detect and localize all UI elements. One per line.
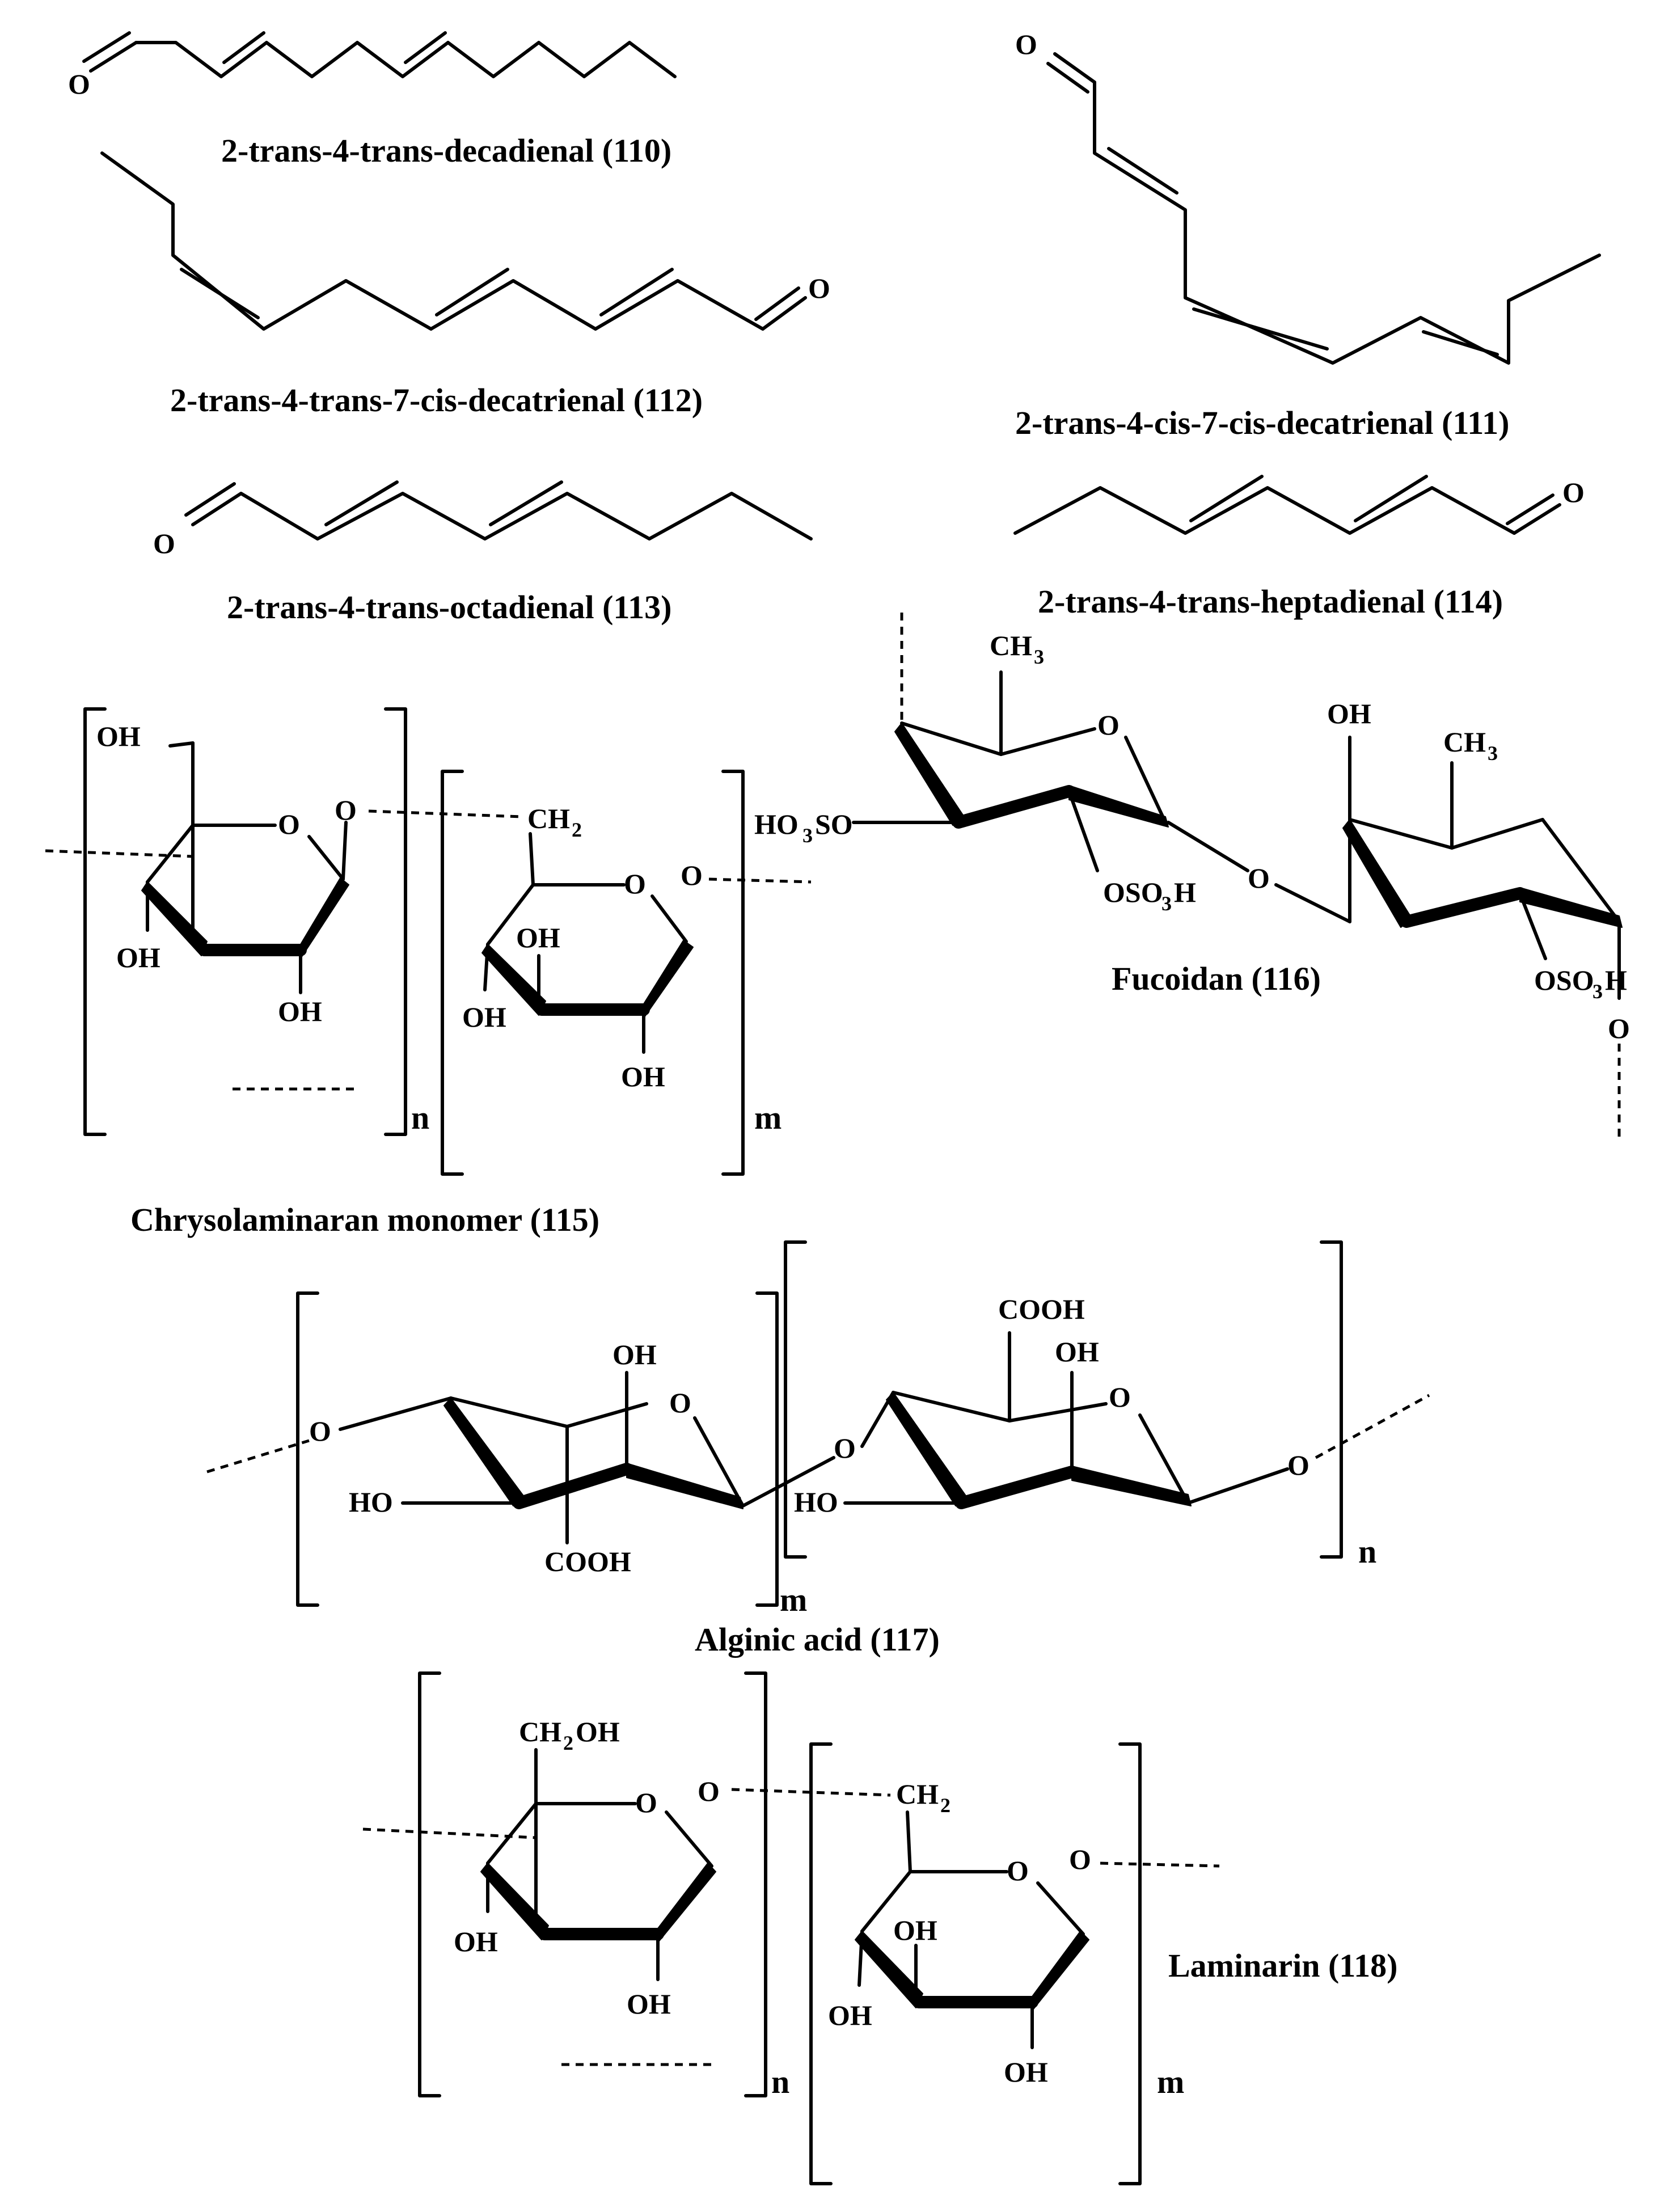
atom-oh: OH [1327,698,1371,729]
atom-o: O [669,1387,691,1419]
atom-oh: OH [278,995,322,1027]
atom-ch2oh-suffix: OH [576,1716,620,1747]
atom-oh: OH [828,1999,872,2031]
atom-cooh: COOH [544,1546,631,1577]
compound-116-structure: CH 3 O HO 3 SO OSO 3 H O OH CH 3 OSO 3 H [754,613,1630,1143]
atom-o: O [1562,476,1585,508]
atom-o: O [278,808,300,840]
atom-oso: OSO [1103,876,1163,908]
atom-ch: CH [990,630,1032,661]
atom-o: O [153,527,175,559]
compound-113-label: 2-trans-4-trans-octadienal (113) [227,589,672,626]
atom-o: O [335,794,357,826]
subscript-3: 3 [1161,892,1172,915]
compound-118-structure: n m CH 2 OH O O OH OH CH 2 O O [362,1671,1220,2185]
compound-114-label: 2-trans-4-trans-heptadienal (114) [1038,583,1503,620]
subscript-2: 2 [572,818,582,841]
compound-112-label: 2-trans-4-trans-7-cis-decatrienal (112) [170,382,703,419]
atom-oh: OH [116,942,160,973]
atom-o: O [1248,862,1270,894]
compound-118-label: Laminarin (118) [1168,1947,1397,1984]
atom-o: O [834,1432,856,1464]
compound-117-label: Alginic acid (117) [695,1621,940,1658]
atom-o: O [1287,1449,1310,1481]
subscript-3: 3 [1488,742,1498,765]
repeat-m: m [1157,2063,1184,2100]
subscript-3: 3 [802,824,813,847]
atom-o: O [1007,1855,1029,1886]
repeat-n: n [1358,1533,1376,1570]
atom-o: O [624,868,646,900]
compound-117-structure: m n O COOH OH O HO O COOH OH O HO [206,1240,1430,1618]
atom-ho: HO [349,1486,393,1518]
compound-114-structure: O [1013,475,1585,535]
atom-o: O [68,68,90,100]
atom-o: O [1097,709,1120,741]
compound-111-structure: O [1015,28,1601,365]
atom-o: O [1109,1381,1131,1413]
atom-oh: OH [621,1061,665,1092]
atom-o: O [1069,1843,1091,1875]
atom-cooh: COOH [998,1293,1085,1325]
compound-110-structure: O [68,31,677,100]
atom-oh: OH [1004,2056,1048,2088]
subscript-3: 3 [1034,645,1044,668]
atom-oh: OH [516,922,560,953]
atom-ho3so-prefix: HO [754,808,799,840]
compound-116-label: Fucoidan (116) [1112,960,1321,997]
atom-ch: CH [527,803,570,834]
atom-oso: OSO [1534,964,1594,996]
compound-112-structure: O [100,151,830,331]
repeat-n: n [411,1099,429,1136]
atom-oh: OH [454,1926,498,1957]
atom-h: H [1605,964,1627,996]
atom-o: O [635,1787,657,1818]
subscript-3: 3 [1592,980,1603,1003]
atom-ch2oh-prefix: CH [519,1716,561,1747]
atom-ho3so-suffix: SO [815,808,853,840]
atom-o: O [1015,28,1037,60]
compound-115-label: Chrysolaminaran monomer (115) [130,1201,599,1238]
atom-oh: OH [627,1988,671,2020]
atom-o: O [808,272,830,304]
atom-o: O [309,1415,331,1447]
atom-oh: OH [1055,1336,1099,1367]
repeat-n: n [771,2063,789,2100]
atom-ho: HO [794,1486,838,1518]
compound-110-label: 2-trans-4-trans-decadienal (110) [221,132,671,169]
atom-ch: CH [1443,726,1486,758]
atom-o: O [681,859,703,891]
atom-ch: CH [896,1778,939,1810]
atom-o: O [1608,1012,1630,1044]
compound-113-structure: O [153,480,813,559]
atom-oh: OH [612,1339,657,1370]
atom-h: H [1174,876,1196,908]
atom-oh: OH [96,720,141,752]
subscript-2: 2 [563,1732,573,1754]
atom-oh: OH [893,1914,937,1946]
atom-oh: OH [462,1001,506,1033]
compound-115-structure: n m OH O OH OH O CH 2 O O [45,707,812,1176]
atom-o: O [698,1775,720,1807]
repeat-m: m [754,1099,782,1136]
compound-111-label: 2-trans-4-cis-7-cis-decatrienal (111) [1015,404,1509,441]
subscript-2: 2 [940,1794,951,1817]
repeat-m: m [780,1581,807,1618]
